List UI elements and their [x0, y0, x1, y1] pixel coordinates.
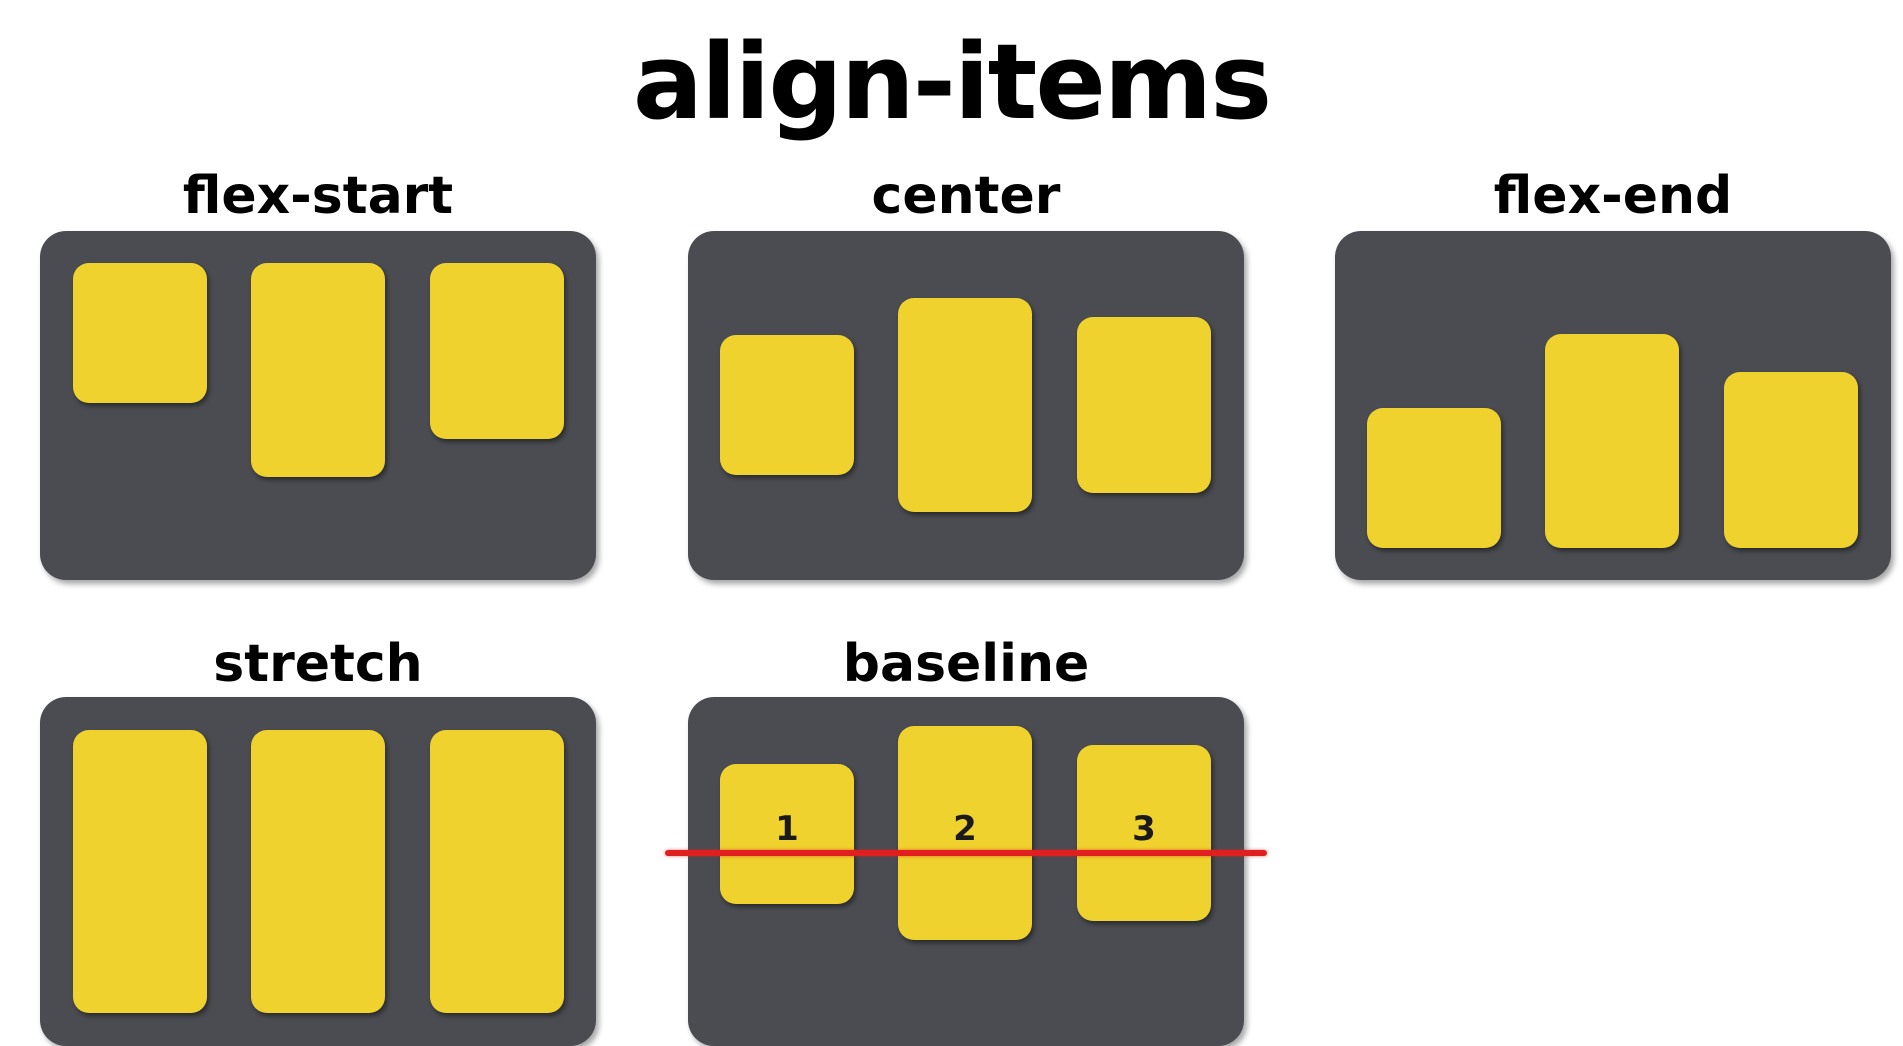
flex-item — [251, 730, 385, 1013]
flex-item — [73, 263, 207, 403]
panel-title-baseline: baseline — [842, 634, 1090, 694]
baseline-line — [665, 850, 1267, 856]
panel-center — [688, 231, 1244, 580]
flex-item — [898, 298, 1032, 512]
panel-title-center: center — [871, 166, 1061, 226]
item-label: 2 — [953, 809, 977, 849]
diagram-title: align-items — [632, 21, 1272, 143]
panel-title-stretch: stretch — [213, 634, 423, 694]
flex-item — [720, 335, 854, 475]
panel-title-flex-start: flex-start — [182, 166, 454, 226]
flex-item — [73, 730, 207, 1013]
flex-item — [1724, 372, 1858, 548]
flex-item-2: 2 — [898, 726, 1032, 940]
flex-item — [251, 263, 385, 477]
panel-flex-end — [1335, 231, 1891, 580]
item-label: 3 — [1132, 809, 1156, 849]
flex-item — [1545, 334, 1679, 548]
panel-title-flex-end: flex-end — [1493, 166, 1733, 226]
item-label: 1 — [775, 809, 799, 849]
flex-item — [430, 263, 564, 439]
panel-stretch — [40, 697, 596, 1046]
flex-item — [430, 730, 564, 1013]
flex-item — [1077, 317, 1211, 493]
flex-item-3: 3 — [1077, 745, 1211, 921]
panel-flex-start — [40, 231, 596, 580]
panel-baseline: 1 2 3 — [688, 697, 1244, 1046]
flex-item-1: 1 — [720, 764, 854, 904]
flex-item — [1367, 408, 1501, 548]
